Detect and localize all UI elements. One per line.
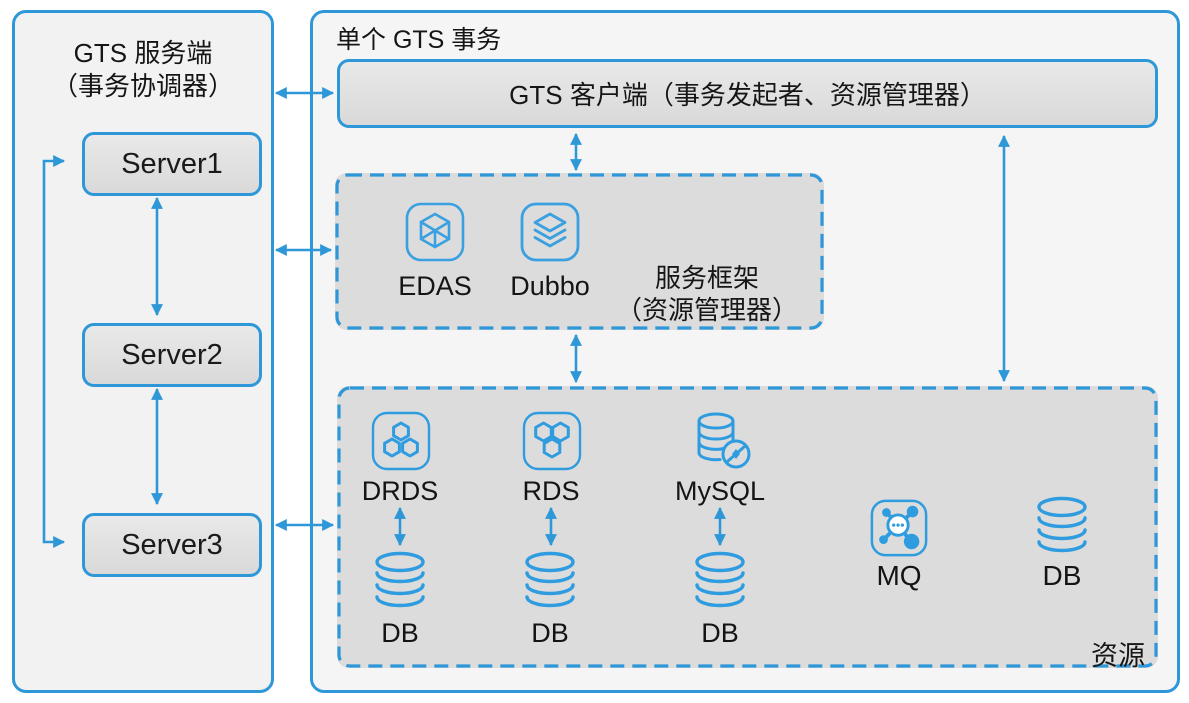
drds-hexagons-icon — [370, 410, 432, 472]
service-framework-caption: 服务框架 （资源管理器） — [597, 262, 817, 326]
db-label-2: DB — [531, 618, 569, 648]
gts-client-label: GTS 客户端（事务发起者、资源管理器） — [509, 80, 986, 110]
db-cylinder-icon — [370, 551, 430, 613]
transaction-title: 单个 GTS 事务 — [336, 26, 502, 54]
left-panel-title-line2: （事务协调器） — [51, 71, 234, 101]
db-label-3: DB — [701, 618, 739, 648]
db-label-1: DB — [381, 618, 419, 648]
server2-box: Server2 — [82, 323, 262, 387]
resources-caption: 资源 — [1091, 641, 1145, 671]
mq-label: MQ — [876, 560, 922, 591]
service-framework-caption-line1: 服务框架 — [654, 263, 759, 293]
drds-label: DRDS — [361, 476, 439, 506]
edas-cube-wireframe-icon — [404, 201, 466, 263]
db-cylinder-icon — [520, 551, 580, 613]
db-cylinder-icon — [690, 551, 750, 613]
server1-box: Server1 — [82, 132, 262, 196]
mq-message-hub-icon — [869, 498, 929, 558]
db-label-4: DB — [1042, 560, 1082, 591]
resources-box — [337, 386, 1158, 668]
service-framework-caption-line2: （资源管理器） — [615, 295, 798, 325]
gts-client-bar: GTS 客户端（事务发起者、资源管理器） — [337, 59, 1158, 128]
db-cylinder-icon — [1032, 496, 1092, 558]
left-panel-title-line1: GTS 服务端 — [73, 38, 213, 68]
server3-label: Server3 — [121, 528, 223, 561]
gts-server-panel: GTS 服务端 （事务协调器） Server1 Server2 Server3 — [12, 10, 274, 693]
left-panel-title: GTS 服务端 （事务协调器） — [15, 37, 271, 103]
rds-label: RDS — [522, 476, 580, 506]
rds-hexagons-icon — [521, 410, 583, 472]
service-framework-box — [335, 173, 824, 330]
dubbo-layers-icon — [519, 201, 581, 263]
dubbo-label: Dubbo — [510, 271, 590, 301]
server1-label: Server1 — [121, 147, 223, 180]
edas-label: EDAS — [398, 271, 472, 301]
server3-box: Server3 — [82, 513, 262, 577]
mysql-database-search-icon — [689, 408, 757, 472]
server2-label: Server2 — [121, 338, 223, 371]
mysql-label: MySQL — [674, 476, 766, 506]
